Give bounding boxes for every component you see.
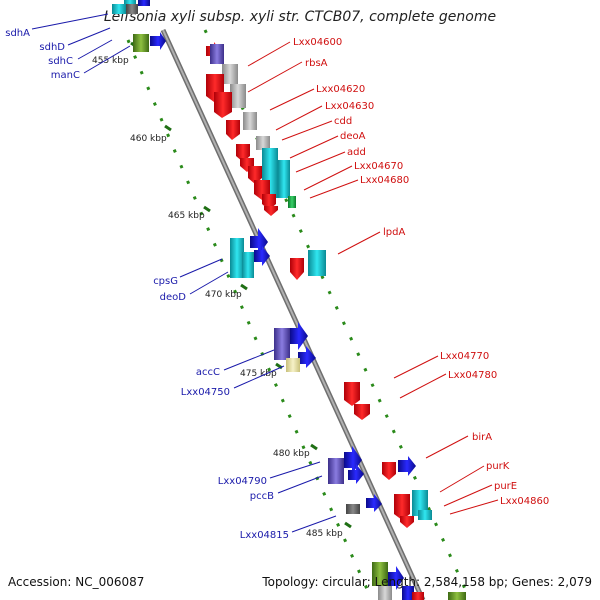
tick-label: 465 kbp: [168, 211, 205, 221]
gene-cluster-lpdA: [290, 250, 326, 280]
accession-text: Accession: NC_006087: [8, 575, 145, 589]
gene-label-sdhA[interactable]: sdhA: [5, 28, 30, 39]
gene-label-Lxx04790[interactable]: Lxx04790: [218, 476, 267, 487]
gene-label-Lxx04780[interactable]: Lxx04780: [448, 370, 497, 381]
gene-label-manC[interactable]: manC: [51, 70, 80, 81]
gene-cluster-top-left: [112, 0, 166, 52]
map-title: Leifsonia xyli subsp. xyli str. CTCB07, …: [103, 9, 497, 25]
gene-label-pccB[interactable]: pccB: [250, 491, 274, 502]
gene-label-lpdA[interactable]: lpdA: [383, 227, 405, 238]
tick-label: 485 kbp: [306, 529, 343, 539]
gene-cluster-right-low: [382, 456, 432, 528]
gene-label-sdhC[interactable]: sdhC: [48, 56, 73, 67]
gene-label-Lxx04770[interactable]: Lxx04770: [440, 351, 489, 362]
tick-label: 475 kbp: [240, 369, 277, 379]
tick-label: 460 kbp: [130, 134, 167, 144]
gene-label-sdhD[interactable]: sdhD: [39, 42, 65, 53]
gene-cluster-right-top: [206, 42, 296, 216]
gene-cluster-bottom: [372, 562, 466, 600]
gene-label-cpsG[interactable]: cpsG: [153, 276, 178, 287]
gene-label-rbsA[interactable]: rbsA: [305, 58, 328, 69]
gene-label-add[interactable]: add: [347, 147, 366, 158]
gene-label-Lxx04630[interactable]: Lxx04630: [325, 101, 374, 112]
gene-label-Lxx04670[interactable]: Lxx04670: [354, 161, 403, 172]
gene-label-purE[interactable]: purE: [494, 481, 517, 492]
gene-label-Lxx04620[interactable]: Lxx04620: [316, 84, 365, 95]
tick-label: 480 kbp: [273, 449, 310, 459]
gene-label-deoD[interactable]: deoD: [160, 292, 187, 303]
gene-label-Lxx04680[interactable]: Lxx04680: [360, 175, 409, 186]
left-track: [126, 39, 374, 600]
gene-label-accC[interactable]: accC: [196, 367, 220, 378]
genome-summary-text: Topology: circular; Length: 2,584,158 bp…: [262, 575, 592, 589]
gene-label-Lxx04860[interactable]: Lxx04860: [500, 496, 549, 507]
gene-label-Lxx04600[interactable]: Lxx04600: [293, 37, 342, 48]
tick-label: 470 kbp: [205, 290, 242, 300]
gene-label-purK[interactable]: purK: [486, 461, 510, 472]
gene-label-birA[interactable]: birA: [472, 432, 492, 443]
gene-label-deoA[interactable]: deoA: [340, 131, 366, 142]
tick-label: 455 kbp: [92, 56, 129, 66]
gene-label-Lxx04815[interactable]: Lxx04815: [240, 530, 289, 541]
gene-label-cdd[interactable]: cdd: [334, 116, 352, 127]
gene-cluster-accC: [274, 322, 316, 372]
gene-cluster-left-low: [328, 446, 382, 514]
gene-cluster-mid-left: [230, 228, 270, 278]
gene-cluster-right-mid: [344, 382, 370, 420]
gene-label-Lxx04750[interactable]: Lxx04750: [181, 387, 230, 398]
